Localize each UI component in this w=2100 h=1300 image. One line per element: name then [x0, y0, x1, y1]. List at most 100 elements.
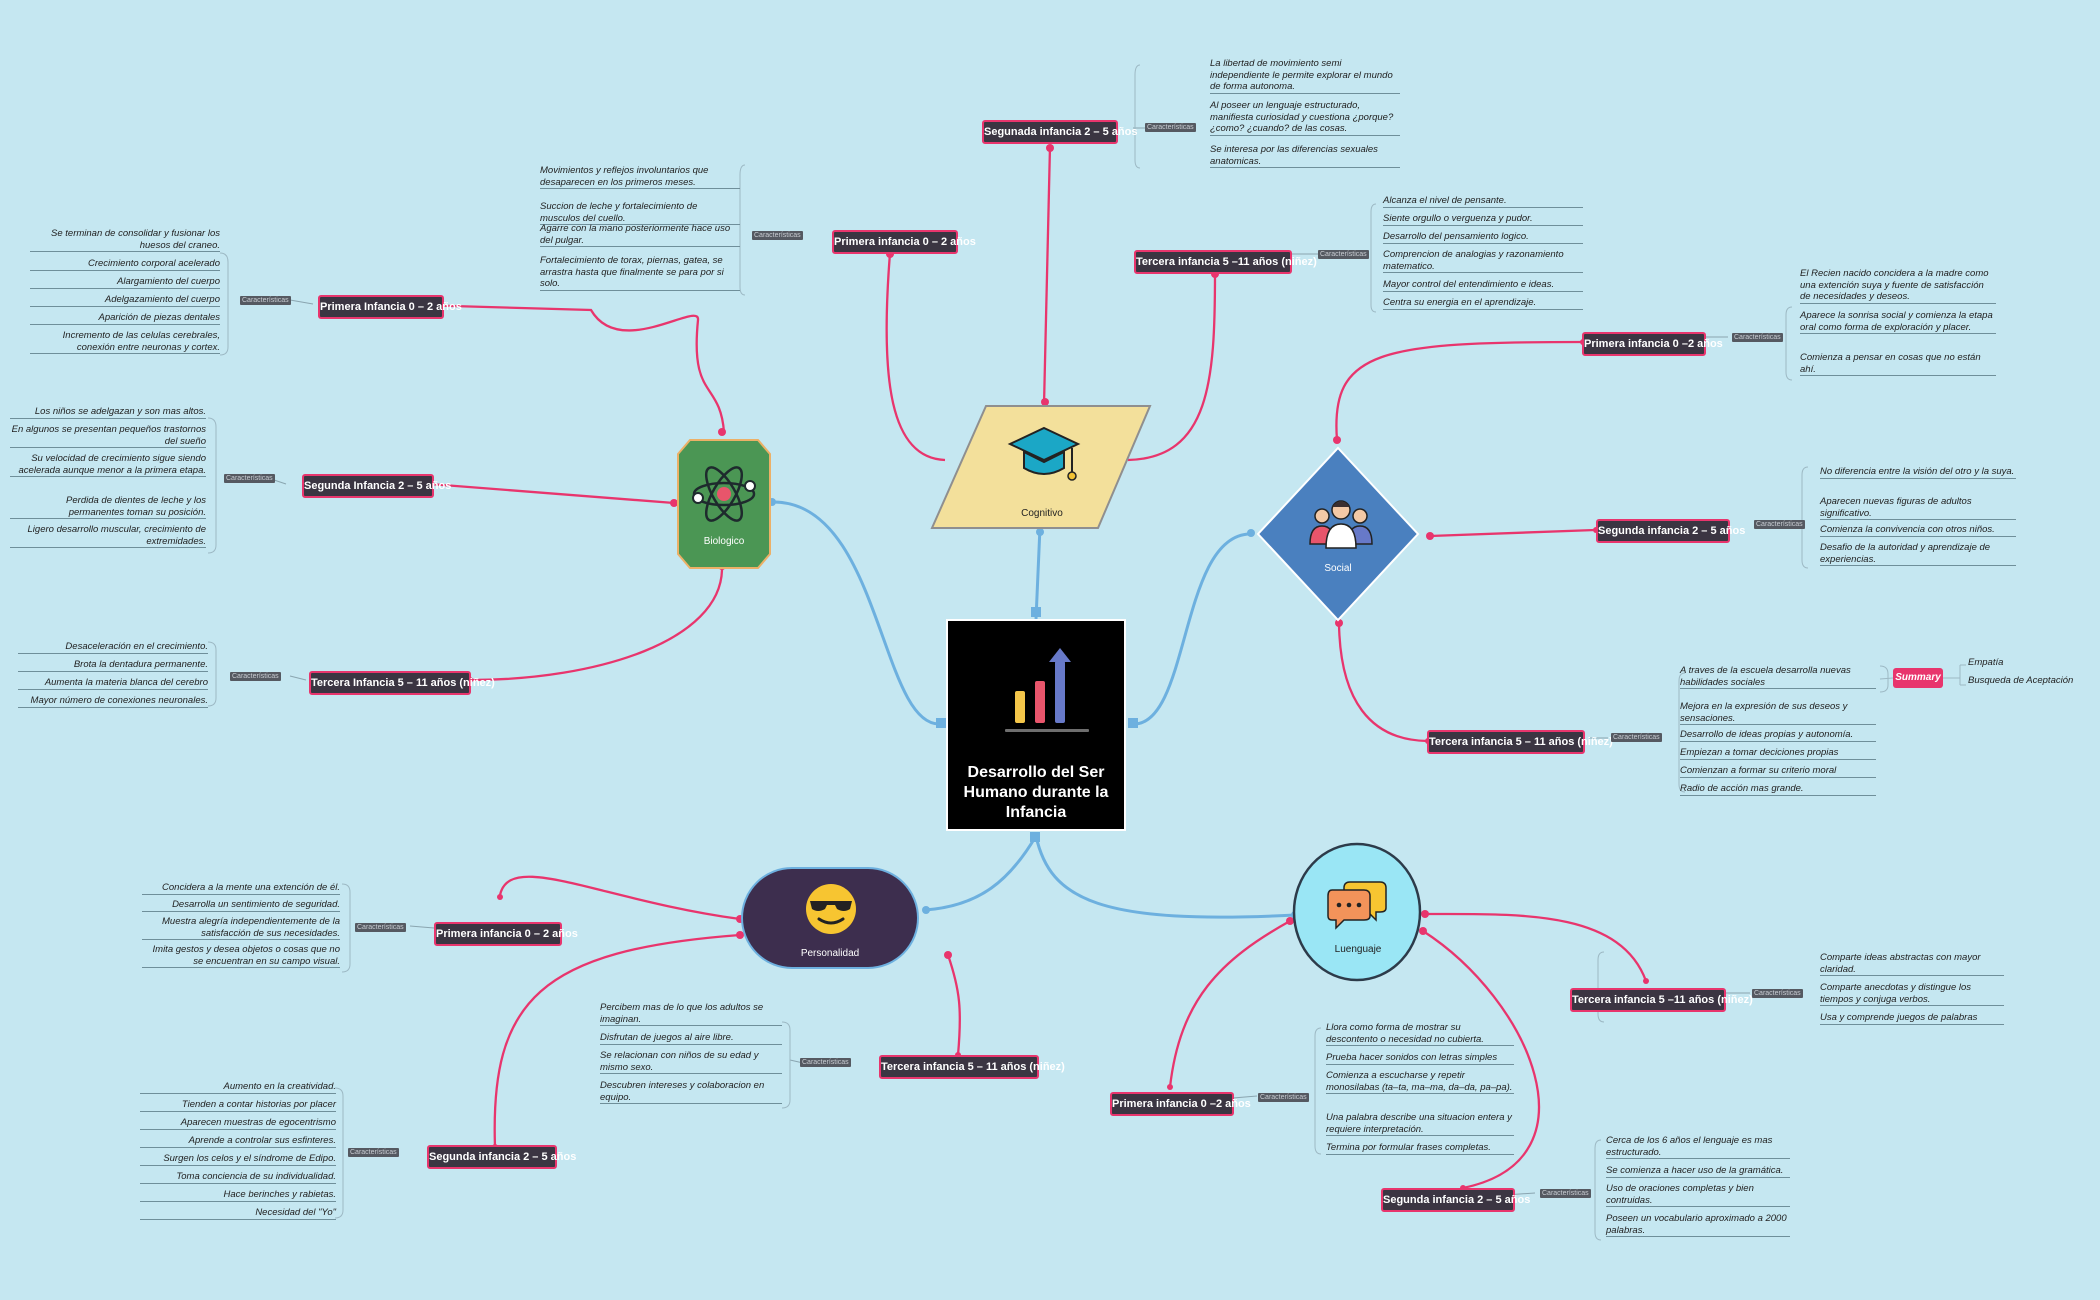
- leaf-topic[interactable]: Aparecen nuevas figuras de adultos signi…: [1820, 496, 2016, 520]
- soc-primera-infancia-node[interactable]: Primera infancia 0 –2 años: [1582, 332, 1723, 356]
- cognitivo-label: Cognitivo: [1021, 508, 1063, 519]
- leaf-topic[interactable]: Desarrollo de ideas propias y autonomía.: [1680, 729, 1876, 742]
- leaf-topic[interactable]: Aumento en la creatividad.: [140, 1081, 336, 1094]
- bio-primera-infancia-node[interactable]: Primera Infancia 0 – 2 años: [318, 295, 462, 319]
- len-tercera-infancia-node[interactable]: Tercera infancia 5 –11 años (niñez): [1570, 988, 1753, 1012]
- leaf-topic[interactable]: Empiezan a tomar deciciones propias: [1680, 747, 1876, 760]
- bio-segunda-infancia-node[interactable]: Segunda Infancia 2 – 5 años: [302, 474, 451, 498]
- leaf-topic[interactable]: Termina por formular frases completas.: [1326, 1142, 1514, 1155]
- leaf-topic[interactable]: En algunos se presentan pequeños trastor…: [10, 424, 206, 448]
- leaf-topic[interactable]: Centra su energia en el aprendizaje.: [1383, 297, 1583, 310]
- leaf-topic[interactable]: Radio de acción mas grande.: [1680, 783, 1876, 796]
- leaf-topic[interactable]: Comparte ideas abstractas con mayor clar…: [1820, 952, 2004, 976]
- cog-tercera-infancia-node[interactable]: Tercera infancia 5 –11 años (niñez): [1134, 250, 1317, 274]
- characteristics-tag: Características: [348, 1148, 399, 1157]
- leaf-topic[interactable]: Una palabra describe una situacion enter…: [1326, 1112, 1514, 1136]
- leaf-topic[interactable]: Su velocidad de crecimiento sigue siendo…: [10, 453, 206, 477]
- social-label: Social: [1324, 563, 1352, 574]
- leaf-topic[interactable]: Uso de oraciones completas y bien contru…: [1606, 1183, 1790, 1207]
- len-segunda-infancia-node[interactable]: Segunda infancia 2 – 5 años: [1381, 1188, 1530, 1212]
- leaf-topic[interactable]: Aprende a controlar sus esfinteres.: [140, 1135, 336, 1148]
- characteristics-tag: Características: [1754, 520, 1805, 529]
- leaf-topic[interactable]: Agarre con la mano posteriormente hace u…: [540, 223, 740, 247]
- leaf-topic[interactable]: Muestra alegría independientemente de la…: [142, 916, 340, 940]
- characteristics-tag: Características: [1540, 1189, 1591, 1198]
- leaf-topic[interactable]: Disfrutan de juegos al aire libre.: [600, 1032, 782, 1045]
- leaf-topic[interactable]: El Recien nacido concidera a la madre co…: [1800, 268, 1996, 304]
- leaf-topic[interactable]: Siente orgullo o verguenza y pudor.: [1383, 213, 1583, 226]
- leaf-topic[interactable]: Hace berinches y rabietas.: [140, 1189, 336, 1202]
- characteristics-tag: Características: [224, 474, 275, 483]
- leaf-topic[interactable]: Aparecen muestras de egocentrismo: [140, 1117, 336, 1130]
- bio-tercera-infancia-node[interactable]: Tercera Infancia 5 – 11 años (niñez): [309, 671, 495, 695]
- leaf-topic[interactable]: Se relacionan con niños de su edad y mis…: [600, 1050, 782, 1074]
- leaf-topic[interactable]: Toma conciencia de su individualidad.: [140, 1171, 336, 1184]
- leaf-topic[interactable]: Aparición de piezas dentales: [30, 312, 220, 325]
- leaf-topic[interactable]: Se comienza a hacer uso de la gramática.: [1606, 1165, 1790, 1178]
- leaf-topic[interactable]: Desaceleración en el crecimiento.: [18, 641, 208, 654]
- leaf-topic[interactable]: Usa y comprende juegos de palabras: [1820, 1012, 2004, 1025]
- leaf-topic[interactable]: Descubren intereses y colaboracion en eq…: [600, 1080, 782, 1104]
- leaf-topic[interactable]: Ligero desarrollo muscular, crecimiento …: [10, 524, 206, 548]
- leaf-topic[interactable]: No diferencia entre la visión del otro y…: [1820, 466, 2016, 479]
- leaf-topic[interactable]: Comienza la convivencia con otros niños.: [1820, 524, 2016, 537]
- people-icon: [1309, 500, 1373, 549]
- leaf-topic[interactable]: Succion de leche y fortalecimiento de mu…: [540, 201, 740, 225]
- leaf-topic[interactable]: Los niños se adelgazan y son mas altos.: [10, 406, 206, 419]
- leaf-topic[interactable]: Mayor control del entendimiento e ideas.: [1383, 279, 1583, 292]
- central-topic[interactable]: Desarrollo del Ser Humano durante la Inf…: [946, 619, 1126, 831]
- leaf-topic[interactable]: Incremento de las celulas cerebrales, co…: [30, 330, 220, 354]
- leaf-topic[interactable]: Al poseer un lenguaje estructurado, mani…: [1210, 100, 1400, 136]
- leaf-topic[interactable]: Movimientos y reflejos involuntarios que…: [540, 165, 740, 189]
- leaf-topic[interactable]: Comparte anecdotas y distingue los tiemp…: [1820, 982, 2004, 1006]
- per-primera-infancia-node[interactable]: Primera infancia 0 – 2 años: [434, 922, 578, 946]
- soc-tercera-infancia-node[interactable]: Tercera infancia 5 – 11 años (niñez): [1427, 730, 1613, 754]
- leaf-topic[interactable]: Crecimiento corporal acelerado: [30, 258, 220, 271]
- per-tercera-infancia-node[interactable]: Tercera infancia 5 – 11 años (niñez): [879, 1055, 1065, 1079]
- characteristics-tag: Características: [1145, 123, 1196, 132]
- sunglasses-smiley-icon: [806, 884, 856, 934]
- leaf-topic[interactable]: Comienza a pensar en cosas que no están …: [1800, 352, 1996, 376]
- leaf-topic[interactable]: Se interesa por las diferencias sexuales…: [1210, 144, 1400, 168]
- leaf-topic[interactable]: Mejora en la expresión de sus deseos y s…: [1680, 701, 1876, 725]
- soc-segunda-infancia-node[interactable]: Segunda infancia 2 – 5 años: [1596, 519, 1745, 543]
- leaf-topic[interactable]: La libertad de movimiento semi independi…: [1210, 58, 1400, 94]
- cog-primera-infancia-node[interactable]: Primera infancia 0 – 2 años: [832, 230, 976, 254]
- leaf-topic[interactable]: Aumenta la materia blanca del cerebro: [18, 677, 208, 690]
- leaf-topic[interactable]: A traves de la escuela desarrolla nuevas…: [1680, 665, 1876, 689]
- leaf-topic[interactable]: Llora como forma de mostrar su desconten…: [1326, 1022, 1514, 1046]
- leaf-topic[interactable]: Adelgazamiento del cuerpo: [30, 294, 220, 307]
- leaf-topic[interactable]: Comienza a escucharse y repetir monosila…: [1326, 1070, 1514, 1094]
- leaf-topic[interactable]: Cerca de los 6 años el lenguaje es mas e…: [1606, 1135, 1790, 1159]
- leaf-topic[interactable]: Comienzan a formar su criterio moral: [1680, 765, 1876, 778]
- leaf-topic[interactable]: Perdida de dientes de leche y los perman…: [10, 495, 206, 519]
- leaf-topic[interactable]: Concidera a la mente una extención de él…: [142, 882, 340, 895]
- characteristics-tag: Características: [800, 1058, 851, 1067]
- leaf-topic[interactable]: Necesidad del "Yo": [140, 1207, 336, 1220]
- leaf-topic[interactable]: Alcanza el nivel de pensante.: [1383, 195, 1583, 208]
- per-segunda-infancia-node[interactable]: Segunda infancia 2 – 5 años: [427, 1145, 576, 1169]
- leaf-topic[interactable]: Desarrollo del pensamiento logico.: [1383, 231, 1583, 244]
- leaf-topic[interactable]: Desafio de la autoridad y aprendizaje de…: [1820, 542, 2016, 566]
- leaf-topic[interactable]: Mayor número de conexiones neuronales.: [18, 695, 208, 708]
- leaf-topic[interactable]: Se terminan de consolidar y fusionar los…: [30, 228, 220, 252]
- len-primera-infancia-node[interactable]: Primera infancia 0 –2 años: [1110, 1092, 1251, 1116]
- summary-item: Busqueda de Aceptación: [1968, 675, 2074, 686]
- leaf-topic[interactable]: Desarrolla un sentimiento de seguridad.: [142, 899, 340, 912]
- leaf-topic[interactable]: Imita gestos y desea objetos o cosas que…: [142, 944, 340, 968]
- leaf-topic[interactable]: Aparece la sonrisa social y comienza la …: [1800, 310, 1996, 334]
- leaf-topic[interactable]: Fortalecimiento de torax, piernas, gatea…: [540, 255, 740, 291]
- leaf-topic[interactable]: Alargamiento del cuerpo: [30, 276, 220, 289]
- summary-badge[interactable]: Summary: [1893, 668, 1943, 688]
- leaf-topic[interactable]: Tienden a contar historias por placer: [140, 1099, 336, 1112]
- cog-segunda-infancia-node[interactable]: Segunada infancia 2 – 5 años: [982, 120, 1137, 144]
- leaf-topic[interactable]: Brota la dentadura permanente.: [18, 659, 208, 672]
- leaf-topic[interactable]: Comprencion de analogias y razonamiento …: [1383, 249, 1583, 273]
- leaf-topic[interactable]: Surgen los celos y el síndrome de Edipo.: [140, 1153, 336, 1166]
- atom-icon: [692, 466, 756, 522]
- characteristics-tag: Características: [240, 296, 291, 305]
- leaf-topic[interactable]: Percibem mas de lo que los adultos se im…: [600, 1002, 782, 1026]
- leaf-topic[interactable]: Prueba hacer sonidos con letras simples: [1326, 1052, 1514, 1065]
- leaf-topic[interactable]: Poseen un vocabulario aproximado a 2000 …: [1606, 1213, 1790, 1237]
- characteristics-tag: Características: [355, 923, 406, 932]
